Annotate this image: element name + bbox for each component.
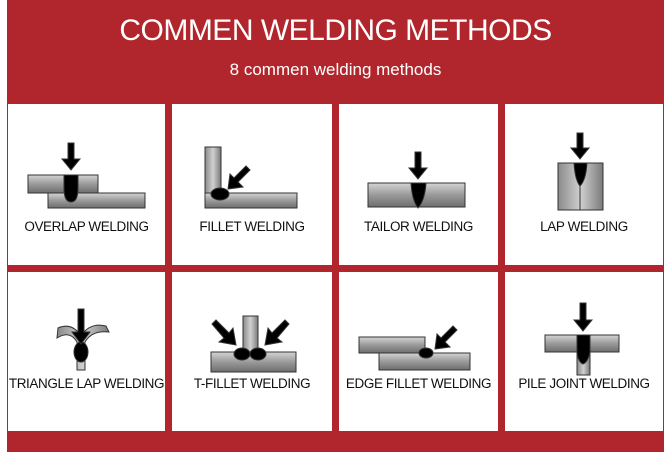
method-label: OVERLAP WELDING bbox=[24, 219, 149, 234]
method-card-t-fillet: T-FILLET WELDING bbox=[172, 272, 332, 431]
method-card-triangle-lap: TRIANGLE LAP WELDING bbox=[8, 272, 165, 431]
method-card-overlap: OVERLAP WELDING bbox=[8, 104, 165, 265]
method-label: TRIANGLE LAP WELDING bbox=[8, 376, 165, 391]
method-label: PILE JOINT WELDING bbox=[518, 376, 650, 391]
method-label: T-FILLET WELDING bbox=[193, 376, 311, 391]
method-card-fillet: FILLET WELDING bbox=[172, 104, 332, 265]
method-card-pile-joint: PILE JOINT WELDING bbox=[505, 272, 663, 431]
method-label: FILLET WELDING bbox=[199, 219, 305, 234]
method-label: EDGE FILLET WELDING bbox=[345, 376, 492, 391]
method-label: TAILOR WELDING bbox=[364, 219, 473, 234]
method-card-tailor: TAILOR WELDING bbox=[339, 104, 498, 265]
method-label: LAP WELDING bbox=[540, 219, 628, 234]
page-title: COMMEN WELDING METHODS bbox=[119, 14, 552, 47]
method-card-edge-fillet: EDGE FILLET WELDING bbox=[339, 272, 498, 431]
method-card-lap: LAP WELDING bbox=[505, 104, 663, 265]
page-subtitle: 8 commen welding methods bbox=[229, 60, 442, 79]
